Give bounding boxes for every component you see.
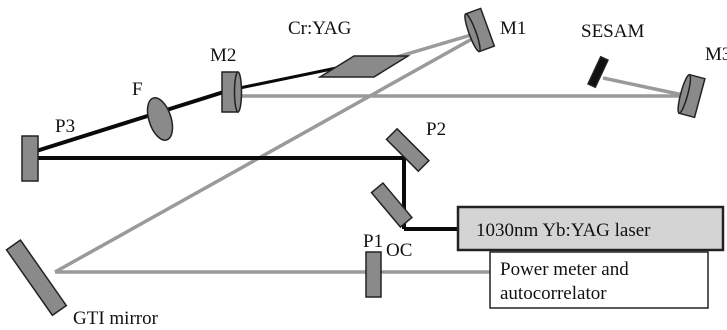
label-f: F — [132, 79, 143, 100]
power-meter-label-line2: autocorrelator — [500, 283, 607, 304]
label-p1: P1 — [363, 231, 383, 252]
output-coupler — [365, 251, 382, 298]
mirror-m2 — [221, 71, 243, 113]
beam-p3-to-m2 — [29, 88, 231, 155]
label-cr-yag: Cr:YAG — [288, 18, 352, 39]
laser-label: 1030nm Yb:YAG laser — [476, 220, 651, 241]
component-labels: Cr:YAG M1 SESAM M2 M3 F P3 P2 P1 OC GTI … — [55, 18, 727, 329]
label-gti-mirror: GTI mirror — [73, 308, 159, 329]
mirror-p1 — [370, 181, 413, 229]
label-sesam: SESAM — [581, 21, 644, 42]
cr-yag-crystal — [317, 55, 411, 78]
lens-f — [146, 97, 174, 141]
beam-sesam-to-m3 — [602, 76, 689, 98]
label-oc: OC — [386, 240, 412, 261]
sesam-element — [587, 55, 609, 89]
mirror-p3 — [21, 135, 39, 182]
power-meter-box — [489, 251, 709, 309]
label-m1: M1 — [500, 18, 526, 39]
mirror-p2 — [385, 127, 430, 173]
mirror-m3 — [677, 73, 706, 119]
label-p3: P3 — [55, 116, 75, 137]
gti-mirror — [5, 239, 68, 317]
mirror-m1 — [464, 7, 496, 53]
beam-m1-to-gti — [54, 28, 489, 274]
label-p2: P2 — [426, 119, 446, 140]
label-m3: M3 — [705, 44, 727, 65]
power-meter-label-line1: Power meter and — [500, 259, 629, 280]
label-m2: M2 — [210, 45, 236, 66]
laser-box — [456, 205, 725, 252]
optics — [5, 7, 706, 317]
